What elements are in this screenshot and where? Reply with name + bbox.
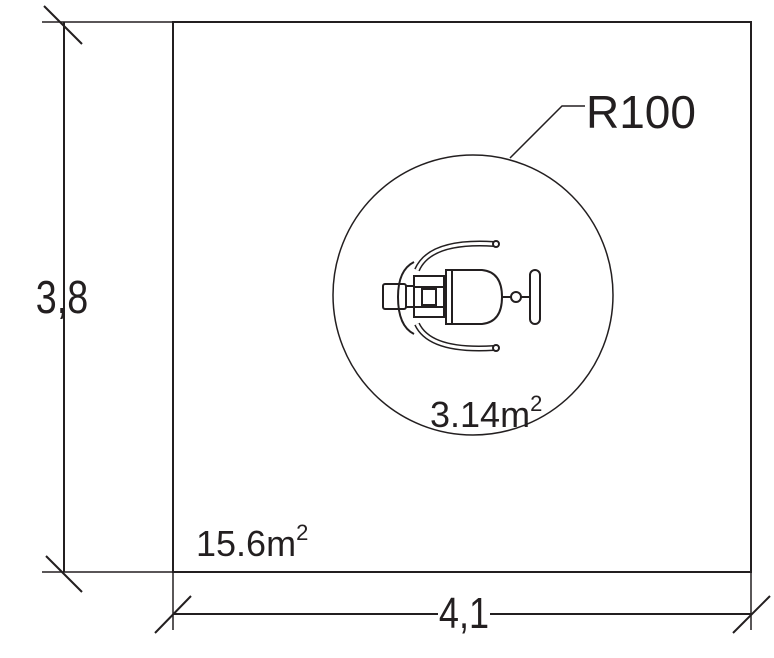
width-dimension: 4,1 [154,572,771,638]
safety-zone-circle [332,154,614,436]
dimension-tick-right [732,595,771,634]
dimension-tick-top [43,5,83,45]
safety-zone-area-label: 3.14m2 [430,391,542,435]
total-area-label: 15.6m2 [196,520,308,564]
site-boundary [172,21,752,573]
dimension-tick-left [154,595,192,634]
radius-leader: R100 [509,86,696,159]
height-label: 3,8 [36,271,88,322]
fitness-equipment-icon [382,240,541,352]
dimension-tick-bottom [45,555,83,593]
height-dimension: 3,8 [36,5,173,593]
width-label: 4,1 [439,589,489,638]
radius-label: R100 [586,86,696,138]
